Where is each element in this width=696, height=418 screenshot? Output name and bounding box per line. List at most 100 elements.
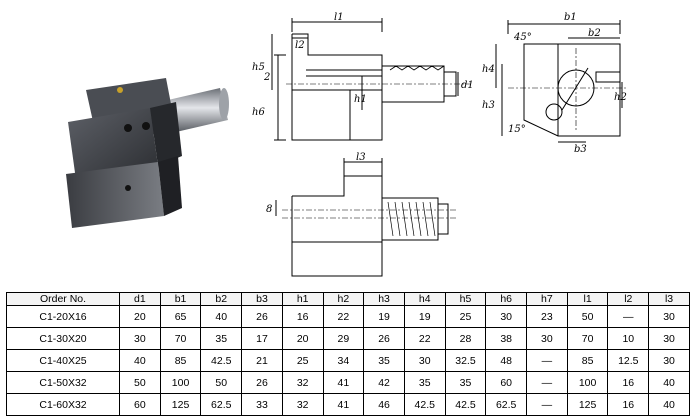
table-cell: 40 (200, 305, 243, 328)
order-no-cell: C1-20X16 (6, 305, 120, 328)
order-no-cell: C1-40X25 (6, 349, 120, 372)
table-cell: 33 (241, 393, 283, 416)
table-cell: 32 (281, 393, 324, 416)
table-cell: 50 (119, 371, 161, 394)
end-view-drawing: b1 b2 b3 45° 15° h4 h3 h2 (482, 12, 628, 153)
table-cell: 25 (281, 349, 324, 372)
table-cell: 48 (485, 349, 528, 372)
header-h7: h7 (526, 292, 568, 306)
table-cell: 35 (200, 327, 243, 350)
table-cell: 41 (322, 393, 365, 416)
dim-2: 2 (263, 72, 270, 83)
dim-8: 8 (266, 204, 272, 215)
table-row: C1-50X32 50 100 50 26 32 41 42 35 35 60 … (6, 371, 690, 394)
spec-table: Order No. d1 b1 b2 b3 h1 h2 h3 h4 h5 h6 … (6, 292, 690, 416)
table-cell: 42.5 (403, 393, 446, 416)
table-cell: 30 (119, 327, 161, 350)
header-b2: b2 (200, 292, 243, 306)
table-cell: 29 (322, 327, 365, 350)
table-cell: 40 (648, 371, 690, 394)
top-view-drawing: l3 8 (266, 152, 458, 277)
table-cell: 32 (281, 371, 324, 394)
table-cell: 21 (241, 349, 283, 372)
dim-l3: l3 (356, 152, 366, 163)
dim-h4: h4 (482, 64, 495, 75)
table-cell: 26 (363, 327, 405, 350)
table-row: C1-30X20 30 70 35 17 20 29 26 22 28 38 3… (6, 327, 690, 350)
header-d1: d1 (119, 292, 161, 306)
table-cell: 16 (281, 305, 324, 328)
table-cell: 62.5 (200, 393, 243, 416)
table-cell: 10 (607, 327, 650, 350)
table-cell: 19 (403, 305, 446, 328)
header-b3: b3 (241, 292, 283, 306)
table-cell: 38 (485, 327, 528, 350)
table-cell: 60 (485, 371, 528, 394)
table-cell: 42.5 (200, 349, 243, 372)
order-no-cell: C1-60X32 (6, 393, 120, 416)
header-order-no: Order No. (6, 292, 120, 306)
table-cell: 125 (566, 393, 609, 416)
table-cell: 42.5 (444, 393, 487, 416)
table-cell: — (526, 371, 568, 394)
table-cell: 62.5 (485, 393, 528, 416)
header-l2: l2 (607, 292, 650, 306)
table-cell: 26 (241, 371, 283, 394)
tool-holder-photo (66, 78, 229, 228)
order-no-cell: C1-30X20 (6, 327, 120, 350)
table-cell: 65 (159, 305, 202, 328)
table-cell: 30 (526, 327, 568, 350)
dim-h1: h1 (354, 94, 367, 105)
dim-b1: b1 (564, 12, 577, 23)
table-cell: 23 (526, 305, 568, 328)
table-cell: 46 (363, 393, 405, 416)
table-cell: 85 (159, 349, 202, 372)
table-cell: 22 (322, 305, 365, 328)
table-cell: 30 (648, 327, 690, 350)
table-cell: — (526, 393, 568, 416)
table-cell: 17 (241, 327, 283, 350)
table-cell: 20 (281, 327, 324, 350)
table-cell: 22 (403, 327, 446, 350)
table-cell: 35 (363, 349, 405, 372)
table-cell: 50 (566, 305, 609, 328)
table-cell: 100 (566, 371, 609, 394)
table-row: C1-40X25 40 85 42.5 21 25 34 35 30 32.5 … (6, 349, 690, 372)
table-cell: 20 (119, 305, 161, 328)
dim-b2: b2 (588, 28, 601, 39)
header-h3: h3 (363, 292, 405, 306)
angle-15: 15° (508, 124, 526, 135)
table-cell: 41 (322, 371, 365, 394)
table-cell: 12.5 (607, 349, 650, 372)
side-view-drawing: l1 l2 h5 h6 2 h1 d1 (252, 12, 474, 141)
header-h2: h2 (322, 292, 365, 306)
table-cell: 32.5 (444, 349, 487, 372)
dim-b3: b3 (574, 144, 587, 153)
header-l3: l3 (648, 292, 690, 306)
header-h1: h1 (281, 292, 324, 306)
table-cell: 26 (241, 305, 283, 328)
table-cell: 42 (363, 371, 405, 394)
table-cell: 125 (159, 393, 202, 416)
table-cell: 70 (566, 327, 609, 350)
dim-h6: h6 (252, 107, 265, 118)
header-h5: h5 (444, 292, 487, 306)
table-cell: 35 (403, 371, 446, 394)
dim-l2: l2 (295, 40, 305, 51)
dim-l1: l1 (334, 12, 344, 23)
table-cell: 30 (485, 305, 528, 328)
table-cell: 70 (159, 327, 202, 350)
table-cell: 60 (119, 393, 161, 416)
angle-45: 45° (513, 32, 532, 43)
table-cell: 30 (648, 305, 690, 328)
table-cell: 100 (159, 371, 202, 394)
header-l1: l1 (566, 292, 609, 306)
table-cell: 35 (444, 371, 487, 394)
dim-h5: h5 (252, 62, 265, 73)
table-cell: 16 (607, 371, 650, 394)
dim-h3: h3 (482, 100, 495, 111)
table-cell: 28 (444, 327, 487, 350)
table-cell: — (526, 349, 568, 372)
table-header-row: Order No. d1 b1 b2 b3 h1 h2 h3 h4 h5 h6 … (6, 292, 690, 306)
table-row: C1-20X16 20 65 40 26 16 22 19 19 25 30 2… (6, 305, 690, 328)
